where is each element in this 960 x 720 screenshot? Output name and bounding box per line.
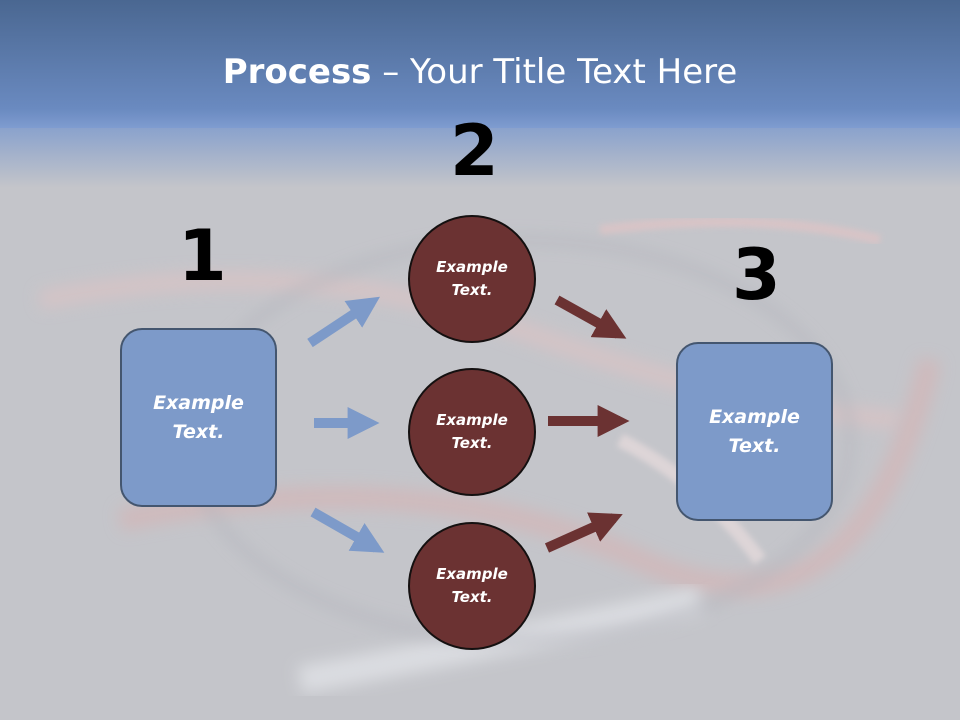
arrow-to-circle-3 [310,507,385,553]
circle-step-1: Example Text. [408,215,536,343]
arrow-to-circle-1 [307,296,381,348]
title-bold: Process [222,52,372,92]
right-process-box: Example Text. [676,342,833,521]
right-box-text: Example Text. [709,405,800,457]
arrow-from-circle-3 [544,512,623,553]
circle-step-2: Example Text. [408,368,536,496]
arrow-from-circle-1 [554,295,627,339]
circle-2-text: Example Text. [436,411,508,452]
step-number-3: 3 [732,234,781,316]
step-number-2: 2 [450,110,499,192]
circle-1-text: Example Text. [436,258,508,299]
left-process-box: Example Text. [120,328,277,507]
left-box-text: Example Text. [153,391,244,443]
slide-title: Process – Your Title Text Here [0,52,960,92]
circle-3-text: Example Text. [436,565,508,606]
circle-step-3: Example Text. [408,522,536,650]
title-rest: – Your Title Text Here [371,52,738,92]
step-number-1: 1 [178,215,227,297]
